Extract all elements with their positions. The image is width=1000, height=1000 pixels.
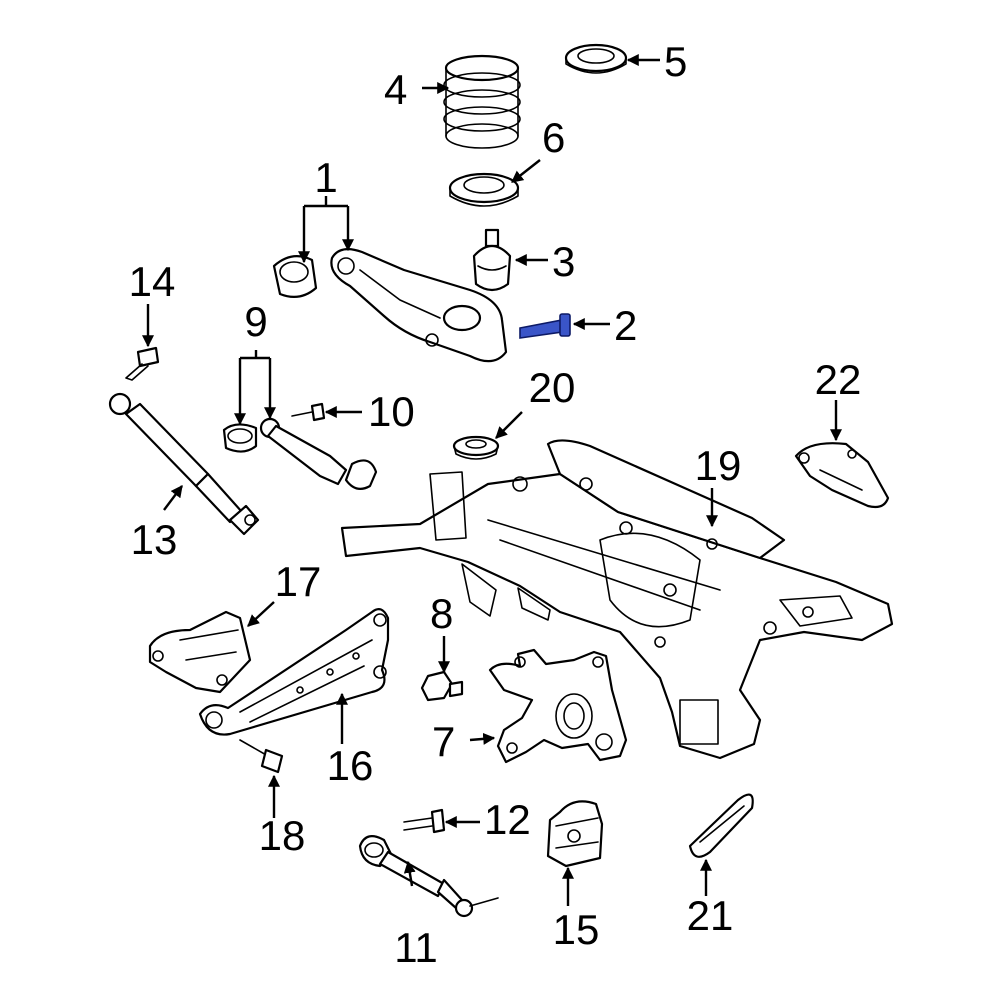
callout-labels: 1 2 3 4 5 6 7 8 9 10 11 12 13 14 15 16 1… bbox=[129, 38, 862, 971]
toe-link-part[interactable] bbox=[358, 835, 499, 918]
callout-4: 4 bbox=[384, 66, 407, 113]
callout-7: 7 bbox=[432, 718, 455, 765]
callout-10: 10 bbox=[368, 388, 415, 435]
callout-1: 1 bbox=[314, 154, 337, 201]
callout-18: 18 bbox=[259, 812, 306, 859]
differential-mount-part[interactable] bbox=[546, 800, 604, 868]
lower-spring-insulator-part[interactable] bbox=[448, 172, 520, 207]
subframe-crossmember-part[interactable] bbox=[340, 439, 894, 760]
callout-8: 8 bbox=[430, 590, 453, 637]
callout-13: 13 bbox=[131, 516, 178, 563]
upper-spring-insulator-part[interactable] bbox=[564, 43, 628, 74]
callout-16: 16 bbox=[327, 742, 374, 789]
trailing-arm-part[interactable] bbox=[198, 608, 390, 736]
callout-14: 14 bbox=[129, 258, 176, 305]
callout-17: 17 bbox=[275, 558, 322, 605]
callout-2: 2 bbox=[614, 302, 637, 349]
steering-knuckle-part[interactable] bbox=[488, 648, 628, 764]
subframe-insulator-part[interactable] bbox=[452, 435, 500, 460]
lateral-link-part[interactable] bbox=[222, 417, 378, 491]
callout-21: 21 bbox=[687, 892, 734, 939]
callout-20: 20 bbox=[529, 364, 576, 411]
callout-19: 19 bbox=[695, 442, 742, 489]
trailing-arm-bolt-part[interactable] bbox=[239, 739, 284, 774]
lower-control-arm-part[interactable] bbox=[272, 247, 508, 363]
toe-link-bolt-part[interactable] bbox=[403, 808, 446, 834]
bump-stop-part[interactable] bbox=[472, 228, 512, 292]
subframe-bracket-part[interactable] bbox=[794, 442, 890, 509]
shock-upper-bolt-part[interactable] bbox=[125, 346, 160, 381]
shock-absorber-part[interactable] bbox=[108, 392, 260, 536]
callout-11: 11 bbox=[394, 924, 438, 971]
callout-3: 3 bbox=[552, 238, 575, 285]
leader-lines bbox=[142, 54, 842, 906]
coil-spring-part[interactable] bbox=[443, 54, 521, 149]
callout-22: 22 bbox=[815, 356, 862, 403]
control-arm-bolt-part[interactable] bbox=[519, 313, 571, 339]
callout-15: 15 bbox=[553, 906, 600, 953]
callout-6: 6 bbox=[542, 114, 565, 161]
callout-12: 12 bbox=[484, 796, 531, 843]
trailing-arm-bracket-part[interactable] bbox=[148, 610, 252, 694]
underbody-pad-part[interactable] bbox=[688, 793, 754, 858]
callout-9: 9 bbox=[244, 298, 267, 345]
knuckle-nut-part[interactable] bbox=[420, 670, 464, 702]
lateral-link-bolt-part[interactable] bbox=[291, 402, 326, 422]
callout-5: 5 bbox=[664, 38, 687, 85]
